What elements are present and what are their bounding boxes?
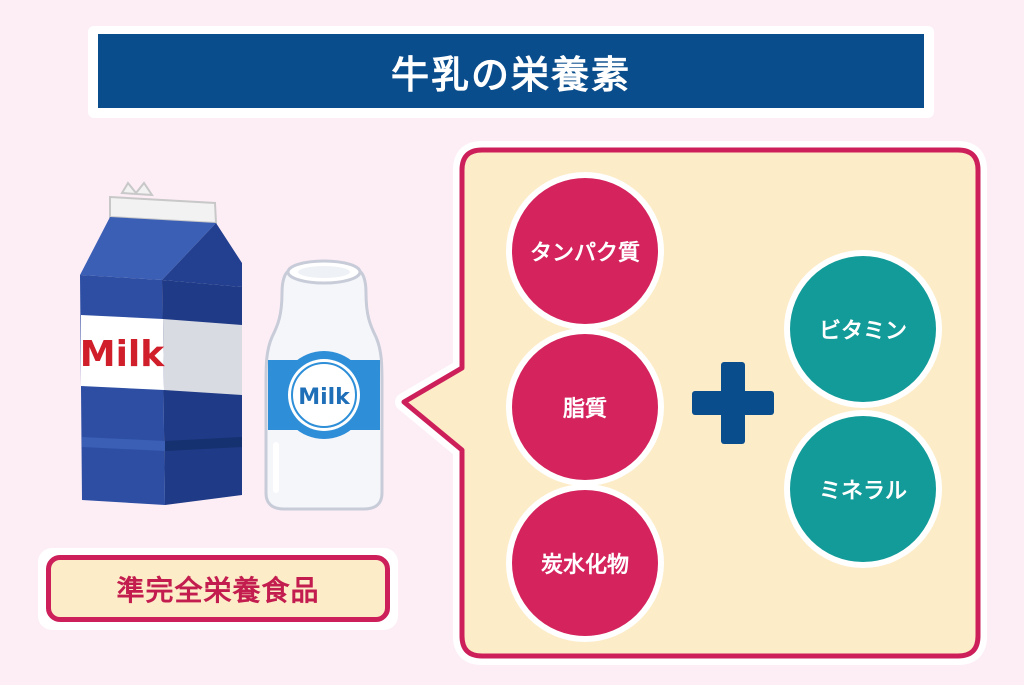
milk-illustration: Milk Milk — [80, 181, 384, 511]
nutrient-label-fat: 脂質 — [512, 334, 658, 480]
nutrient-label-vitamin: ビタミン — [790, 256, 936, 402]
plus-icon — [692, 362, 774, 444]
nutrient-circle-carbohydrate: 炭水化物 — [506, 484, 664, 642]
nutrient-circle-protein: タンパク質 — [506, 172, 664, 330]
milk-carton-icon: Milk — [80, 181, 242, 505]
page-title: 牛乳の栄養素 — [98, 34, 924, 108]
caption-frame: 準完全栄養食品 — [38, 548, 398, 630]
carton-label: Milk — [80, 334, 166, 375]
bottle-label: Milk — [298, 385, 351, 410]
nutrient-label-protein: タンパク質 — [512, 178, 658, 324]
caption-label: 準完全栄養食品 — [46, 555, 390, 622]
nutrient-circle-mineral: ミネラル — [784, 410, 942, 568]
nutrient-circle-fat: 脂質 — [506, 328, 664, 486]
nutrient-label-carbohydrate: 炭水化物 — [512, 490, 658, 636]
milk-bottle-icon: Milk — [264, 259, 384, 511]
nutrient-circle-vitamin: ビタミン — [784, 250, 942, 408]
title-frame: 牛乳の栄養素 — [88, 26, 934, 118]
nutrient-label-mineral: ミネラル — [790, 416, 936, 562]
